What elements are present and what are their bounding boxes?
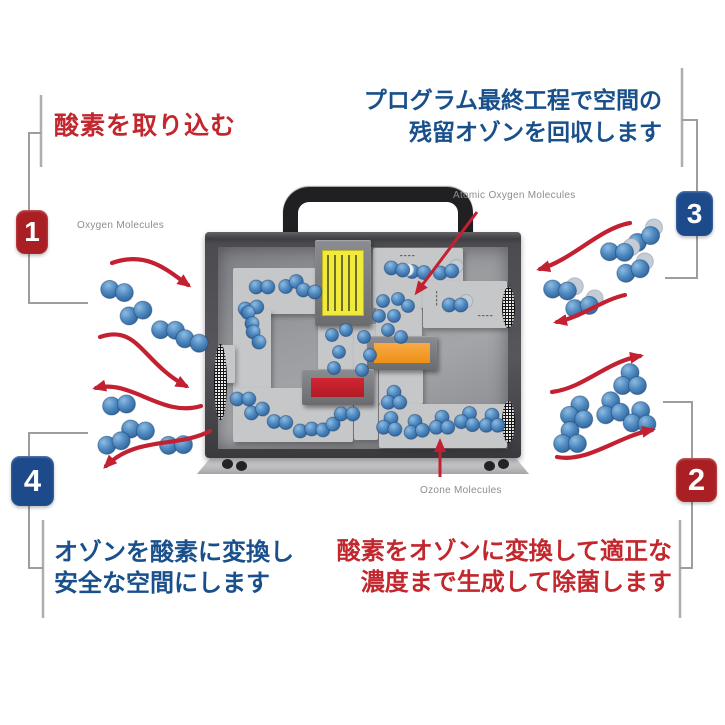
- uv-lamp-grille: [322, 250, 364, 316]
- oxygen-molecules-label: Oxygen Molecules: [77, 220, 165, 231]
- air-path-block: [423, 281, 507, 328]
- step2-title-line1: 酸素をオゾンに変換して適正な: [336, 538, 672, 565]
- step-badge-2: 2: [676, 458, 717, 502]
- step2-title-line2: 濃度まで生成して除菌します: [360, 569, 672, 596]
- step1-title: 酸素を取り込む: [54, 112, 237, 140]
- vent-right-top: [502, 287, 515, 328]
- machine-foot: [222, 459, 233, 469]
- step-badge-3: 3: [676, 191, 713, 236]
- step-badge-1: 1: [16, 210, 48, 254]
- step-badge-4: 4: [11, 456, 54, 506]
- air-path-block: [233, 310, 271, 392]
- step4-title: オゾンを酸素に変換し 安全な空間にします: [54, 537, 294, 599]
- machine-foot: [236, 461, 247, 471]
- step3-title: プログラム最終工程で空間の 残留オゾンを回収します: [330, 84, 662, 148]
- orange-component: [374, 343, 430, 363]
- step3-title-line2: 残留オゾンを回収します: [409, 119, 662, 145]
- vent-left: [214, 344, 227, 420]
- step4-title-line2: 安全な空間にします: [54, 570, 270, 597]
- ozone-molecules-label: Ozone Molecules: [420, 485, 502, 496]
- red-component: [311, 378, 364, 397]
- atomic-oxygen-molecules-label: Atomic Oxygen Molecules: [453, 190, 576, 201]
- bracket-step3: [665, 68, 698, 279]
- machine-foot: [484, 461, 495, 471]
- vent-right-bottom: [502, 401, 515, 443]
- machine-base-plate: [197, 457, 529, 474]
- air-path-block: [379, 404, 507, 448]
- step2-title: 酸素をオゾンに変換して適正な 濃度まで生成して除菌します: [336, 536, 672, 598]
- machine-foot: [498, 459, 509, 469]
- step3-title-line1: プログラム最終工程で空間の: [363, 87, 662, 113]
- step4-title-line1: オゾンを酸素に変換し: [54, 539, 294, 566]
- air-path-block: [233, 268, 321, 314]
